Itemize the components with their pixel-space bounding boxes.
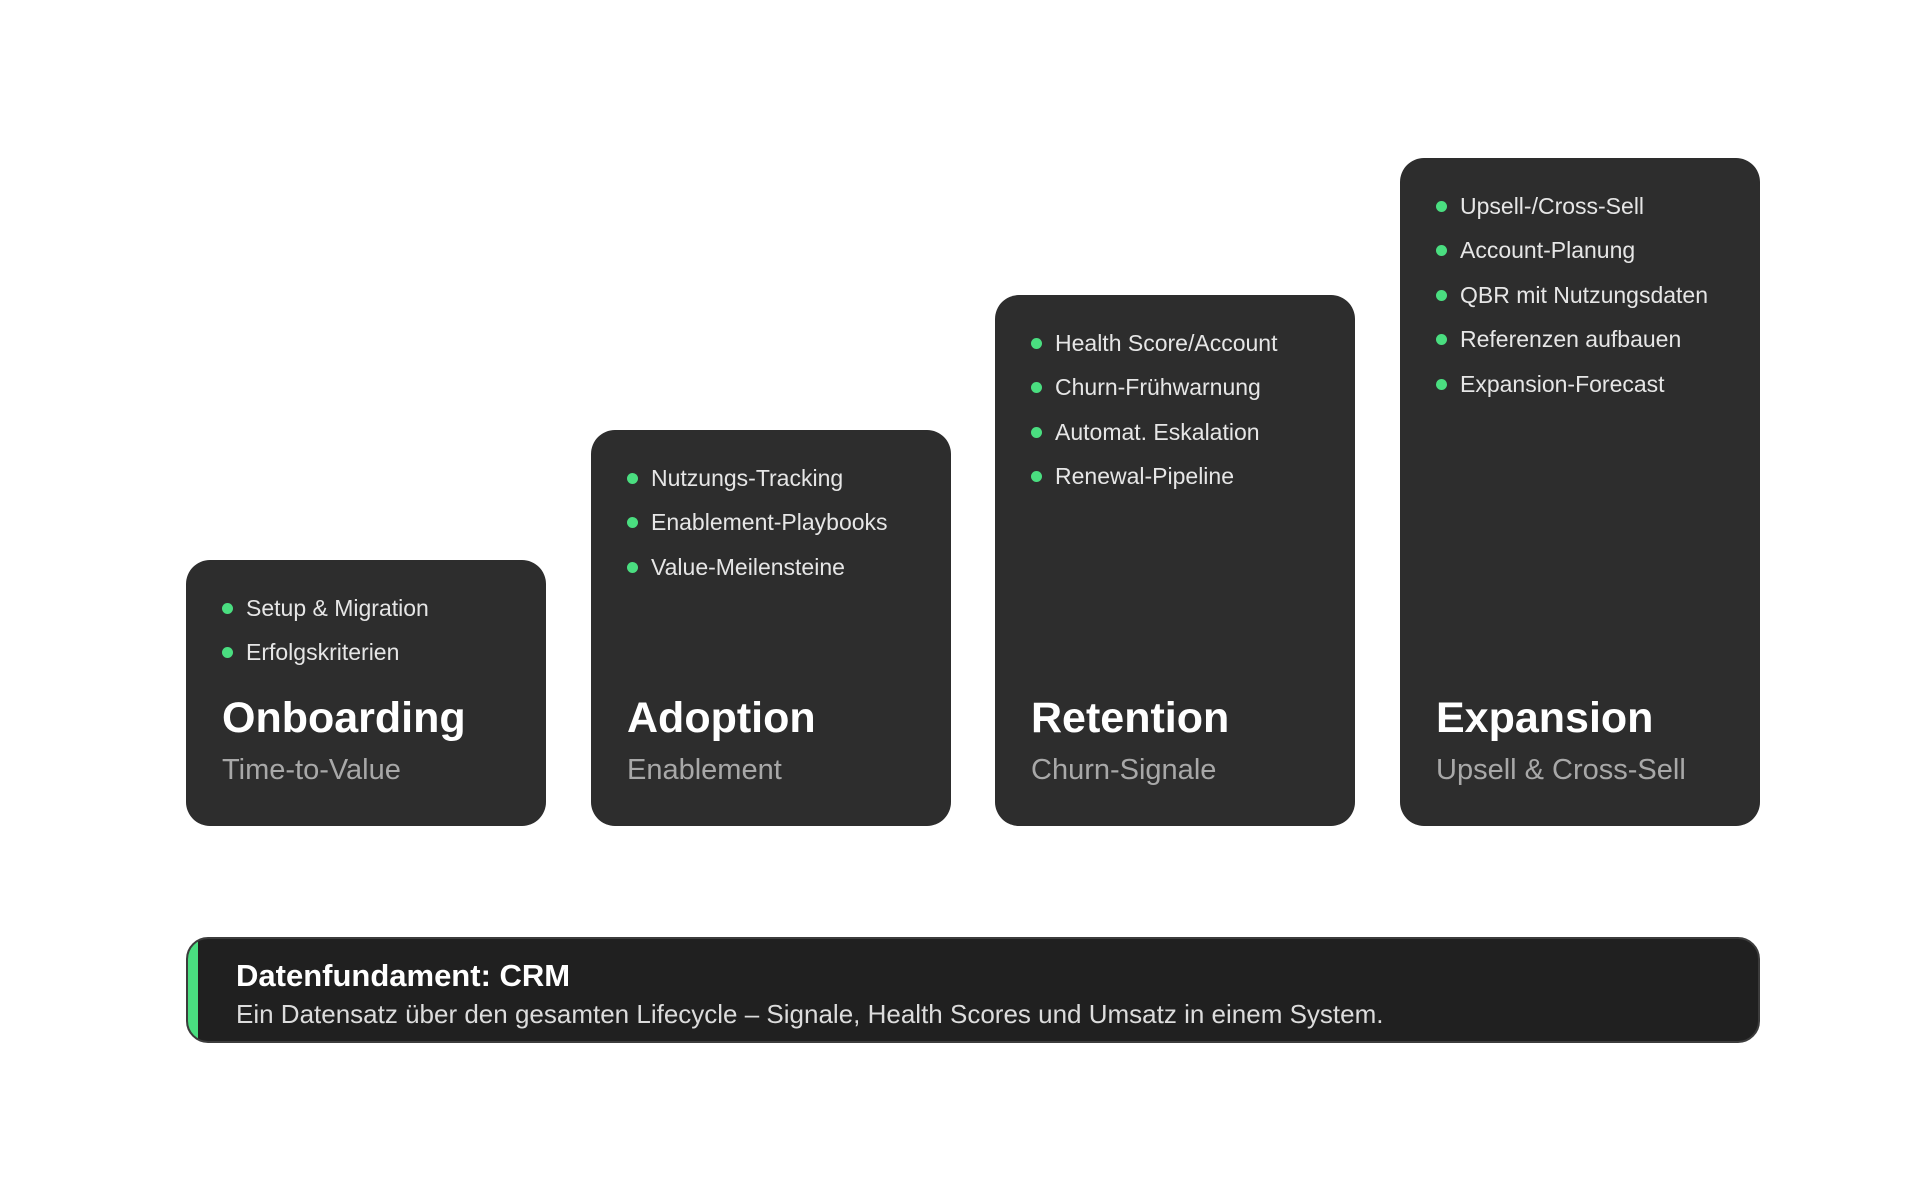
bullet-item: Renewal-Pipeline: [1031, 455, 1319, 500]
foundation-accent-stripe: [188, 939, 198, 1041]
bullet-dot-icon: [627, 517, 638, 529]
stage-footer: Retention Churn-Signale: [1031, 692, 1335, 790]
stage-bullet-list: Nutzungs-Tracking Enablement-Playbooks V…: [627, 456, 915, 590]
bullet-label: Enablement-Playbooks: [651, 509, 888, 536]
bullet-item: QBR mit Nutzungsdaten: [1436, 273, 1724, 318]
bullet-dot-icon: [1031, 382, 1042, 394]
bullet-dot-icon: [1436, 200, 1447, 212]
bullet-label: Referenzen aufbauen: [1460, 326, 1682, 353]
stage-subtitle: Upsell & Cross-Sell: [1436, 754, 1686, 786]
bullet-label: Automat. Eskalation: [1055, 418, 1260, 445]
stage-card-retention: Health Score/Account Churn-Frühwarnung A…: [995, 295, 1355, 826]
stage-footer: Adoption Enablement: [627, 692, 931, 790]
bullet-item: Health Score/Account: [1031, 321, 1319, 366]
bullet-label: Nutzungs-Tracking: [651, 464, 844, 491]
bullet-label: Erfolgskriterien: [246, 639, 400, 666]
bullet-label: Upsell-/Cross-Sell: [1460, 192, 1645, 219]
stage-footer: Onboarding Time-to-Value: [222, 692, 526, 790]
bullet-item: Churn-Frühwarnung: [1031, 366, 1319, 411]
stage-bullet-list: Health Score/Account Churn-Frühwarnung A…: [1031, 321, 1319, 499]
bullet-label: Value-Meilensteine: [651, 553, 845, 580]
stage-card-expansion: Upsell-/Cross-Sell Account-Planung QBR m…: [1400, 158, 1760, 826]
bullet-dot-icon: [1436, 245, 1447, 257]
foundation-description: Ein Datensatz über den gesamten Lifecycl…: [236, 999, 1384, 1029]
bullet-item: Erfolgskriterien: [222, 631, 510, 676]
stage-footer: Expansion Upsell & Cross-Sell: [1436, 692, 1740, 790]
bullet-item: Automat. Eskalation: [1031, 410, 1319, 455]
stage-subtitle: Churn-Signale: [1031, 754, 1217, 786]
bullet-item: Nutzungs-Tracking: [627, 456, 915, 501]
bullet-dot-icon: [222, 647, 233, 659]
bullet-item: Referenzen aufbauen: [1436, 318, 1724, 363]
bullet-item: Value-Meilensteine: [627, 545, 915, 590]
bullet-dot-icon: [1031, 426, 1042, 438]
stage-title: Expansion: [1436, 694, 1654, 742]
bullet-label: Health Score/Account: [1055, 329, 1278, 356]
bullet-item: Upsell-/Cross-Sell: [1436, 184, 1724, 229]
bullet-dot-icon: [222, 602, 233, 614]
stage-subtitle: Time-to-Value: [222, 754, 401, 786]
bullet-dot-icon: [1436, 289, 1447, 301]
foundation-bar: Datenfundament: CRM Ein Datensatz über d…: [186, 937, 1760, 1043]
bullet-label: Account-Planung: [1460, 237, 1636, 264]
foundation-title: Datenfundament: CRM: [236, 958, 571, 993]
bullet-item: Account-Planung: [1436, 229, 1724, 274]
bullet-item: Expansion-Forecast: [1436, 362, 1724, 407]
bullet-label: QBR mit Nutzungsdaten: [1460, 281, 1709, 308]
bullet-dot-icon: [627, 561, 638, 573]
bullet-label: Churn-Frühwarnung: [1055, 374, 1261, 401]
stage-bullet-list: Setup & Migration Erfolgskriterien: [222, 586, 510, 675]
bullet-label: Setup & Migration: [246, 594, 429, 621]
stage-subtitle: Enablement: [627, 754, 782, 786]
stage-card-onboarding: Setup & Migration Erfolgskriterien Onboa…: [186, 560, 546, 826]
stage-card-adoption: Nutzungs-Tracking Enablement-Playbooks V…: [591, 430, 951, 826]
bullet-label: Renewal-Pipeline: [1055, 463, 1234, 490]
stage-title: Retention: [1031, 694, 1230, 742]
stage-title: Adoption: [627, 694, 816, 742]
bullet-dot-icon: [1436, 378, 1447, 390]
bullet-dot-icon: [1031, 337, 1042, 349]
bullet-item: Enablement-Playbooks: [627, 501, 915, 546]
bullet-dot-icon: [627, 472, 638, 484]
stage-bullet-list: Upsell-/Cross-Sell Account-Planung QBR m…: [1436, 184, 1724, 407]
bullet-label: Expansion-Forecast: [1460, 370, 1665, 397]
bullet-item: Setup & Migration: [222, 586, 510, 631]
bullet-dot-icon: [1436, 334, 1447, 346]
bullet-dot-icon: [1031, 471, 1042, 483]
stage-title: Onboarding: [222, 694, 466, 742]
